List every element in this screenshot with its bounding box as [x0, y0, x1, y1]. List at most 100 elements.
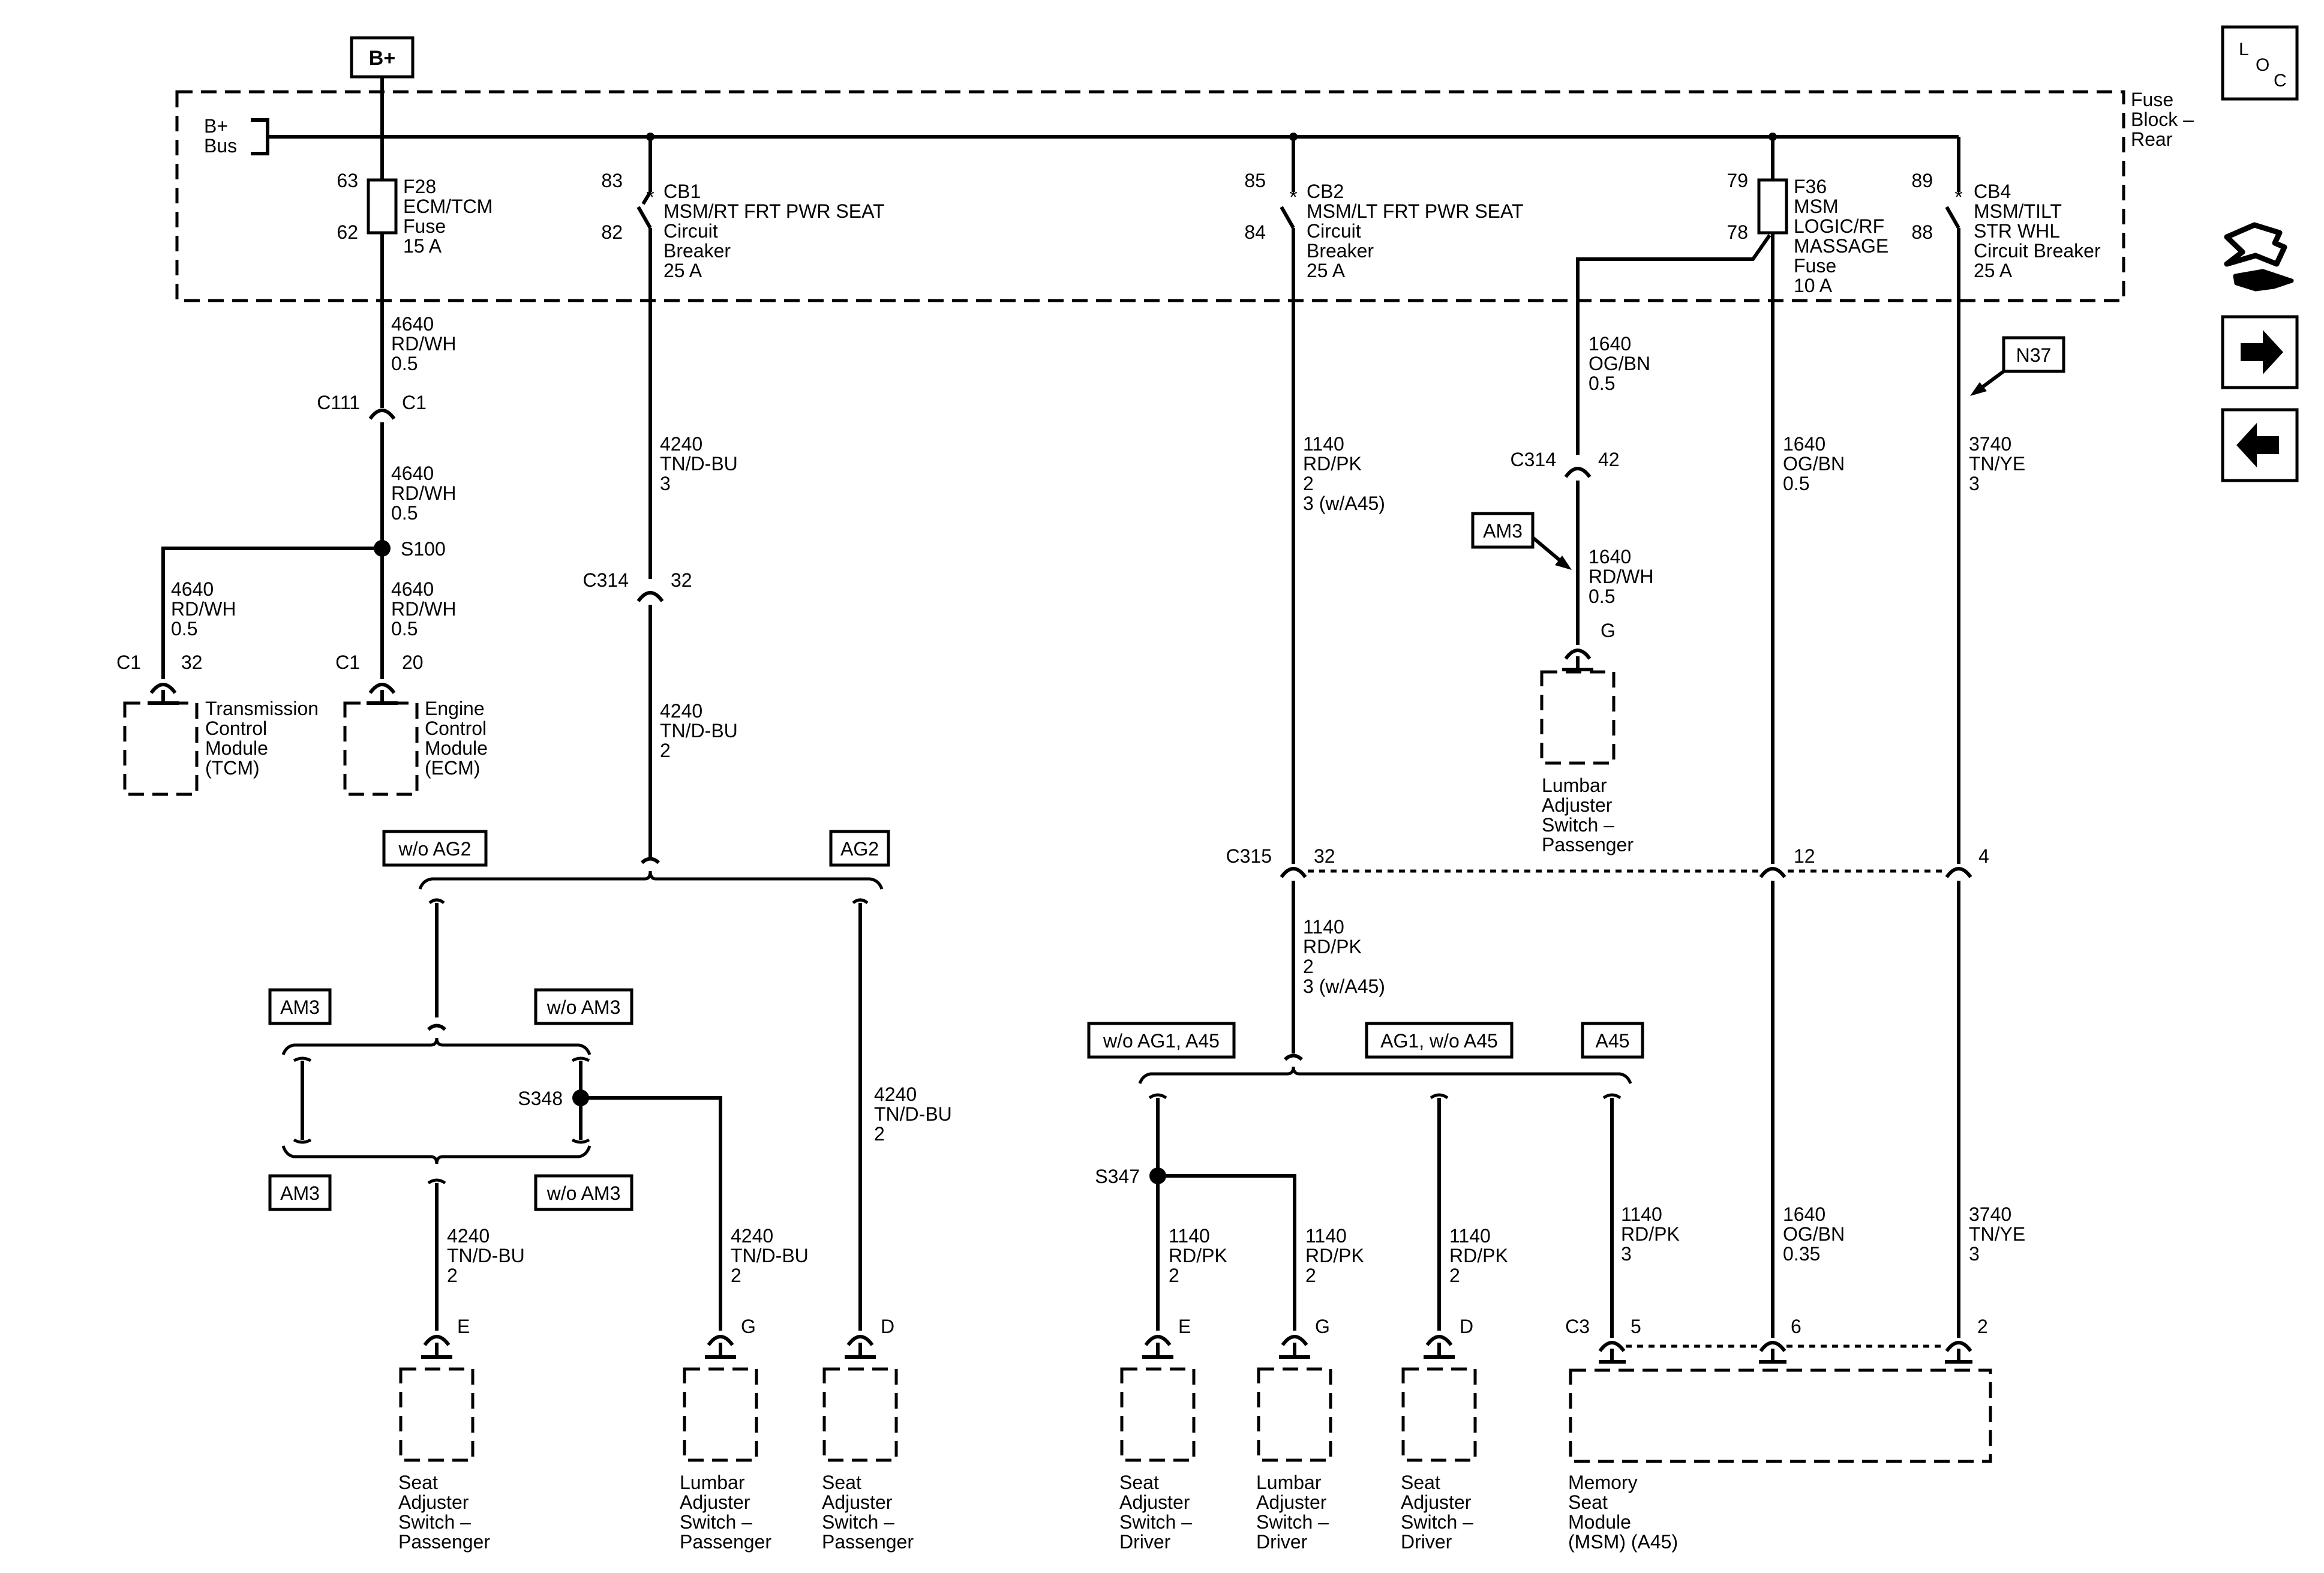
wire-label: 1140 RD/PK 2 [1305, 1225, 1370, 1286]
wire-label: 4640 RD/WH 0.5 [391, 463, 461, 524]
svg-text:82: 82 [601, 221, 623, 243]
option-label: w/o AM3 [547, 1182, 621, 1204]
option-label: w/o AM3 [547, 996, 621, 1018]
wire-label: 1640 RD/WH 0.5 [1589, 546, 1659, 607]
cb2-label: CB2 MSM/LT FRT PWR SEAT Circuit Breaker … [1307, 181, 1529, 281]
component-label: Engine Control Module (ECM) [425, 698, 493, 779]
arrow-left-icon [2236, 423, 2279, 467]
svg-text:83: 83 [601, 170, 623, 191]
option-label: w/o AG2 [398, 838, 472, 860]
component-label: Seat Adjuster Switch – Passenger [822, 1472, 914, 1553]
svg-text:D: D [881, 1316, 894, 1337]
connector-c314: C314 32 [583, 569, 692, 627]
svg-text:78: 78 [1727, 221, 1748, 243]
svg-text:C315: C315 [1226, 845, 1272, 867]
lumbar-adjuster-switch-passenger-upper: G Lumbar Adjuster Switch – Passenger [1540, 620, 1634, 855]
wire-label: 4640 RD/WH 0.5 [391, 313, 461, 374]
svg-text:D: D [1460, 1316, 1473, 1337]
option-label: AG2 [840, 838, 879, 860]
battery-terminal: B+ [350, 36, 415, 79]
wire-label: 1140 RD/PK 2 3 (w/A45) [1303, 433, 1385, 514]
option-label: AM3 [280, 1182, 320, 1204]
fuse-block-label: Fuse Block – Rear [2131, 89, 2199, 150]
cb1-label: CB1 MSM/RT FRT PWR SEAT Circuit Breaker … [663, 181, 890, 281]
svg-text:C111: C111 [317, 392, 360, 413]
seat-adjuster-switch-driver-d: D Seat Adjuster Switch – Driver [1401, 1316, 1477, 1553]
component-label: Seat Adjuster Switch – Driver [1119, 1472, 1197, 1553]
fuse-f36-label: F36 MSM LOGIC/RF MASSAGE Fuse 10 A [1794, 176, 1894, 296]
wire-label: 1640 OG/BN 0.35 [1783, 1203, 1850, 1265]
wire-label: 4240 TN/D-BU 2 [660, 700, 743, 761]
memory-seat-module: C3 5 6 2 Memory Seat Module (MSM) (A45) [1565, 1316, 1992, 1553]
svg-text:E: E [1178, 1316, 1191, 1337]
svg-text:C1: C1 [116, 652, 141, 673]
connector-c315: C315 32 12 4 [1226, 845, 1989, 900]
svg-text:E: E [457, 1316, 470, 1337]
wire-label: 4640 RD/WH 0.5 [391, 578, 461, 640]
wire-label: 4640 RD/WH 0.5 [171, 578, 241, 640]
wire-label: 4240 TN/D-BU 2 [447, 1225, 530, 1286]
splice-label: S347 [1095, 1166, 1140, 1187]
svg-text:12: 12 [1794, 845, 1815, 867]
lumbar-adjuster-switch-driver: G Lumbar Adjuster Switch – Driver [1256, 1316, 1334, 1553]
component-label: Transmission Control Module (TCM) [205, 698, 324, 779]
svg-text:G: G [1601, 620, 1616, 641]
svg-text:89: 89 [1911, 170, 1933, 191]
option-label: N37 [2016, 344, 2052, 366]
circuit-breaker-cb1: * 83 82 CB1 MSM/RT FRT PWR SEAT Circuit … [601, 137, 890, 579]
svg-text:32: 32 [671, 569, 692, 591]
option-callout-am3: AM3 [1471, 512, 1572, 570]
wire-label: 1140 RD/PK 3 [1621, 1203, 1685, 1265]
cb4-label: CB4 MSM/TILT STR WHL Circuit Breaker 25 … [1974, 181, 2106, 281]
svg-text:C1: C1 [402, 392, 427, 413]
svg-text:*: * [1289, 186, 1297, 209]
component-label: Lumbar Adjuster Switch – Driver [1256, 1472, 1334, 1553]
svg-text:5: 5 [1631, 1316, 1641, 1337]
b-plus-bus: B+ Bus [204, 115, 1950, 157]
svg-text:42: 42 [1598, 449, 1620, 470]
bus-label: B+ Bus [204, 115, 237, 157]
loc-letter: O [2256, 55, 2269, 75]
option-label: AG1, w/o A45 [1380, 1030, 1498, 1052]
arrow-left-button[interactable] [2221, 408, 2299, 482]
svg-text:2: 2 [1977, 1316, 1988, 1337]
loc-letter: L [2239, 40, 2249, 59]
lumbar-adjuster-switch-passenger: G Lumbar Adjuster Switch – Passenger [680, 1316, 771, 1553]
svg-text:85: 85 [1244, 170, 1266, 191]
svg-text:63: 63 [337, 170, 358, 191]
component-label: Memory Seat Module (MSM) (A45) [1568, 1472, 1678, 1553]
seat-adjuster-switch-passenger-d: D Seat Adjuster Switch – Passenger [822, 1316, 914, 1553]
svg-text:*: * [1954, 186, 1962, 209]
option-branch-ag1-a45: w/o AG1, A45 AG1, w/o A45 A45 [1087, 1022, 1644, 1338]
loc-letter: C [2274, 71, 2287, 91]
connector-icon[interactable] [2220, 210, 2298, 300]
option-branch-am3: AM3 w/o AM3 AM3 w/o AM3 [268, 988, 633, 1211]
svg-text:C1: C1 [335, 652, 360, 673]
svg-text:32: 32 [1314, 845, 1335, 867]
wire-label: 1640 OG/BN 0.5 [1783, 433, 1850, 494]
svg-text:G: G [1315, 1316, 1330, 1337]
fuse-f28-label: F28 ECM/TCM Fuse 15 A [403, 176, 498, 257]
svg-text:84: 84 [1244, 221, 1266, 243]
svg-text:6: 6 [1791, 1316, 1801, 1337]
wire-label: 1140 RD/PK 2 [1169, 1225, 1233, 1286]
arrow-right-button[interactable] [2221, 315, 2299, 389]
wire-label: 1640 OG/BN 0.5 [1589, 333, 1656, 394]
svg-text:88: 88 [1911, 221, 1933, 243]
fuse-block-outline [175, 90, 2125, 302]
component-label: Lumbar Adjuster Switch – Passenger [1542, 775, 1634, 855]
svg-text:C3: C3 [1565, 1316, 1590, 1337]
wire-label: 1140 RD/PK 2 [1449, 1225, 1514, 1286]
fuse-f28: 63 62 F28 ECM/TCM Fuse 15 A [337, 137, 498, 408]
splice-label: S100 [401, 538, 446, 560]
component-label: Seat Adjuster Switch – Passenger [398, 1472, 490, 1553]
svg-text:4: 4 [1978, 845, 1989, 867]
component-label: Lumbar Adjuster Switch – Passenger [680, 1472, 771, 1553]
loc-button[interactable]: L O C [2221, 25, 2299, 101]
fuse-block: Fuse Block – Rear [175, 89, 2199, 302]
connector-c111: C111 C1 [317, 392, 427, 444]
wire-label: 3740 TN/YE 3 [1969, 433, 2031, 494]
svg-text:79: 79 [1727, 170, 1748, 191]
battery-label: B+ [369, 47, 395, 70]
